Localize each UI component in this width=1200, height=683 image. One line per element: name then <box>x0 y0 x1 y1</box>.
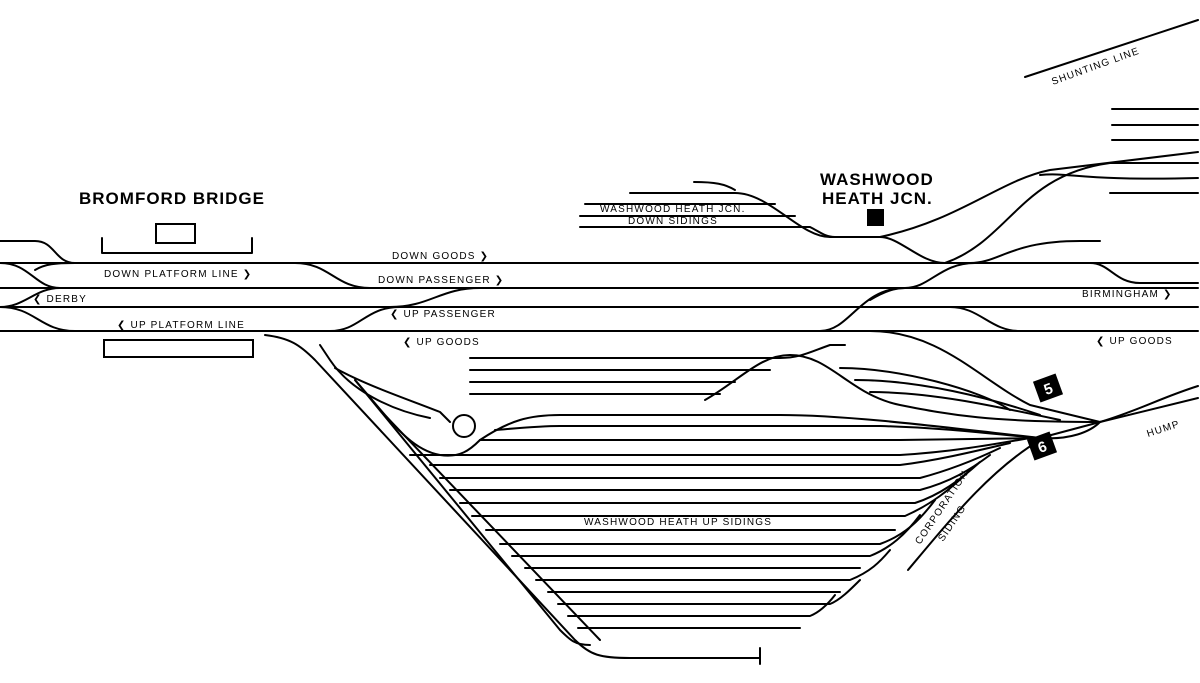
far-left-loop <box>0 240 76 264</box>
up-sidings-lead <box>264 334 761 665</box>
derby-label: ❮ DERBY <box>33 294 87 305</box>
right-connector-b <box>1039 173 1199 180</box>
down-siding-2 <box>629 192 831 238</box>
lower-up-sidings <box>354 379 1101 646</box>
washwood-title-line1: WASHWOOD <box>820 170 934 189</box>
turntable <box>452 414 476 438</box>
lower-siding-8 <box>459 461 981 504</box>
down-goods-label: DOWN GOODS ❯ <box>392 251 489 262</box>
lead-2 <box>319 344 431 419</box>
hump-line <box>704 354 1101 423</box>
reception-3 <box>869 391 1061 421</box>
up-passenger-label: ❮ UP PASSENGER <box>390 309 496 320</box>
right-connector-c <box>969 240 1101 264</box>
lead-3 <box>334 367 451 423</box>
corporation-siding <box>907 439 1041 571</box>
right-connector-a <box>944 162 1111 264</box>
lower-siding-16 <box>557 579 861 605</box>
lower-siding-3 <box>479 437 1041 441</box>
fan-diagonal-2 <box>354 379 591 646</box>
hump-label: HUMP <box>1146 419 1182 440</box>
north-lines <box>819 19 1199 332</box>
lower-siding-14 <box>535 549 891 581</box>
down-platform-exit <box>294 262 371 289</box>
upper-siding-1 <box>469 344 846 359</box>
down-siding-5 <box>579 226 836 238</box>
right-connector-e <box>904 262 976 289</box>
lower-siding-9 <box>471 469 971 517</box>
upper-up-sidings <box>469 330 1199 423</box>
up-platform-entry <box>0 306 76 332</box>
up-goods-crossover <box>819 287 906 332</box>
down-sidings-label-line1: WASHWOOD HEATH JCN. <box>600 204 746 215</box>
up-platform <box>103 339 254 358</box>
lower-siding-12 <box>511 514 921 557</box>
shunting-line <box>1024 19 1199 78</box>
shunting-line-label: SHUNTING LINE <box>1050 46 1141 88</box>
station-building <box>155 223 196 244</box>
lower-siding-7 <box>449 454 991 491</box>
station-bracket <box>101 237 253 254</box>
right-up-goods-drop <box>949 306 1021 332</box>
lower-siding-6 <box>439 447 1001 479</box>
hump-out-2 <box>1099 397 1199 423</box>
down-platform-line <box>34 262 76 271</box>
lower-siding-4 <box>409 437 1031 456</box>
up-sidings-label: WASHWOOD HEATH UP SIDINGS <box>584 517 772 528</box>
bromford-loops <box>0 240 481 332</box>
down-siding-1 <box>693 181 736 191</box>
up-goods-center-label: ❮ UP GOODS <box>403 337 480 348</box>
up-goods-right-label: ❮ UP GOODS <box>1096 336 1173 347</box>
up-right-line <box>879 151 1199 238</box>
box-6-marker: 6 <box>1026 431 1058 461</box>
washwood-title-line2: HEATH JCN. <box>822 189 933 208</box>
right-connector-d <box>1089 262 1199 284</box>
down-sidings-lead <box>829 236 946 264</box>
down-passenger-label: DOWN PASSENGER ❯ <box>378 275 504 286</box>
up-passenger-crossover <box>389 287 481 308</box>
fan-outer-left <box>264 334 761 659</box>
fan-diagonal-3 <box>379 409 601 641</box>
washwood-signal-box <box>867 209 884 226</box>
down-platform-loop <box>0 262 61 289</box>
lower-siding-1 <box>479 414 1041 441</box>
box-5-marker: 5 <box>1032 373 1064 403</box>
down-platform-label: DOWN PLATFORM LINE ❯ <box>104 269 252 280</box>
up-goods-to-hump <box>869 330 1101 423</box>
main-lines <box>0 262 1199 332</box>
bromford-bridge-title: BROMFORD BRIDGE <box>79 189 265 208</box>
up-platform-label: ❮ UP PLATFORM LINE <box>117 320 245 331</box>
bromford-station <box>101 223 254 358</box>
reception-2 <box>854 379 1041 416</box>
reception-1 <box>839 367 1011 411</box>
hump-out-1 <box>1099 385 1199 423</box>
lower-siding-2 <box>494 425 1041 439</box>
lower-siding-5 <box>429 442 1011 466</box>
down-sidings-label-line2: DOWN SIDINGS <box>628 216 718 227</box>
birmingham-label: BIRMINGHAM ❯ <box>1082 289 1173 300</box>
lead-4 <box>354 379 481 457</box>
lower-siding-17 <box>567 594 836 617</box>
